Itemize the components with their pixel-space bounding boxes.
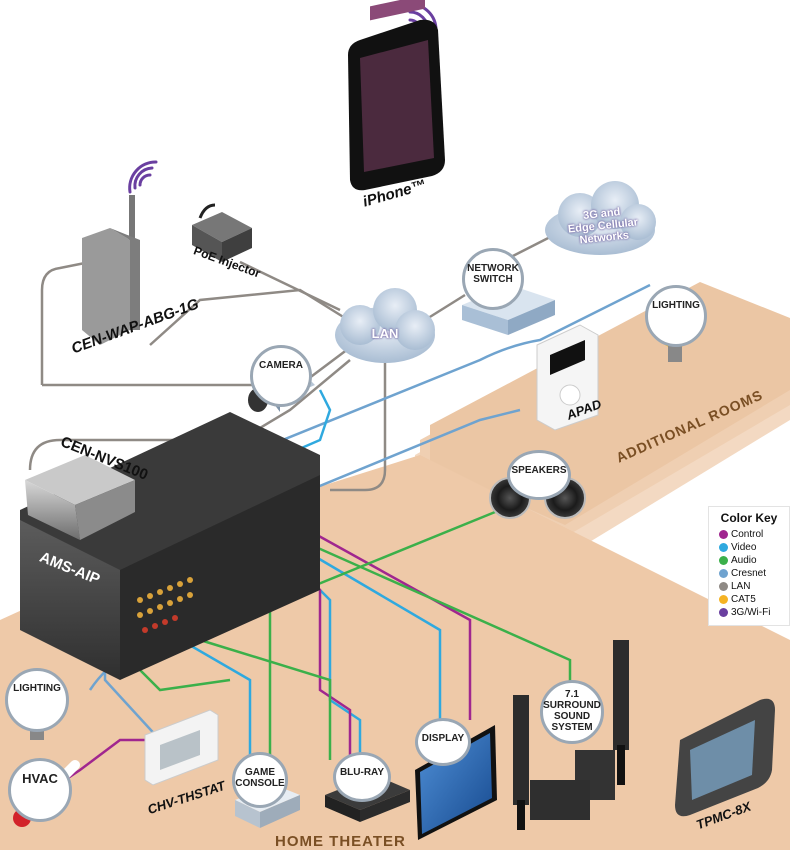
legend-label: 3G/Wi-Fi <box>731 607 771 618</box>
legend-label: Cresnet <box>731 568 767 579</box>
legend-swatch <box>719 543 728 552</box>
legend-item-video: Video <box>709 541 789 554</box>
legend-label: CAT5 <box>731 594 756 605</box>
lighting-home-label: LIGHTING <box>13 683 61 694</box>
legend-item-audio: Audio <box>709 554 789 567</box>
camera-label: CAMERA <box>259 360 303 371</box>
legend-swatch <box>719 556 728 565</box>
chv-thstat-device <box>144 709 219 786</box>
apad-device <box>536 324 599 431</box>
legend-item-cat5: CAT5 <box>709 593 789 606</box>
cen-nvs100-device <box>25 455 135 540</box>
lan-cloud <box>335 288 435 363</box>
legend-swatch <box>719 608 728 617</box>
surround-label-4: SYSTEM <box>551 722 593 733</box>
iphone-device <box>348 0 445 191</box>
bluray-label: BLU-RAY <box>339 767 385 778</box>
lighting-room-bubble: LIGHTING <box>645 285 707 347</box>
display-label: DISPLAY <box>421 733 465 744</box>
cellular-cloud <box>545 181 656 255</box>
lan-cloud-label: LAN <box>371 326 399 341</box>
legend-item-lan: LAN <box>709 580 789 593</box>
hvac-label: HVAC <box>22 771 58 786</box>
legend-swatch <box>719 595 728 604</box>
surround-label-1: 7.1 <box>565 689 579 700</box>
bluray-bubble: BLU-RAY <box>333 752 391 802</box>
wap-device <box>82 195 140 345</box>
tpmc-8x-device <box>675 698 775 817</box>
legend-item-3g-wi-fi: 3G/Wi-Fi <box>709 606 789 619</box>
ams-aip-device <box>20 412 320 680</box>
lighting-room-label: LIGHTING <box>652 300 700 311</box>
legend-swatch <box>719 530 728 539</box>
display-device <box>415 725 497 840</box>
legend-swatch <box>719 582 728 591</box>
speakers-label: SPEAKERS <box>511 465 567 476</box>
surround-speakers-device <box>513 640 629 830</box>
legend-label: Video <box>731 542 757 553</box>
legend-item-cresnet: Cresnet <box>709 567 789 580</box>
legend-label: Control <box>731 529 764 540</box>
network-switch-label-1: NETWORK <box>467 263 519 274</box>
legend-item-control: Control <box>709 528 789 541</box>
network-switch-label-2: SWITCH <box>473 274 513 285</box>
surround-label-3: SOUND <box>553 711 591 722</box>
camera-bubble: CAMERA <box>250 345 312 407</box>
display-bubble: DISPLAY <box>415 718 471 766</box>
legend-title: Color Key <box>720 511 778 525</box>
game-label-1: GAME <box>245 767 275 778</box>
lighting-home-bubble: LIGHTING <box>5 668 69 732</box>
home-theater-label: HOME THEATER <box>275 833 406 850</box>
legend-swatch <box>719 569 728 578</box>
poe-injector-device <box>192 203 252 262</box>
legend-label: Audio <box>731 555 757 566</box>
hvac-bubble: HVAC <box>8 758 72 822</box>
legend-label: LAN <box>731 581 751 592</box>
surround-label-2: SURROUND <box>543 700 601 711</box>
game-label-2: CONSOLE <box>235 778 285 789</box>
speakers-bubble: SPEAKERS <box>507 450 571 500</box>
